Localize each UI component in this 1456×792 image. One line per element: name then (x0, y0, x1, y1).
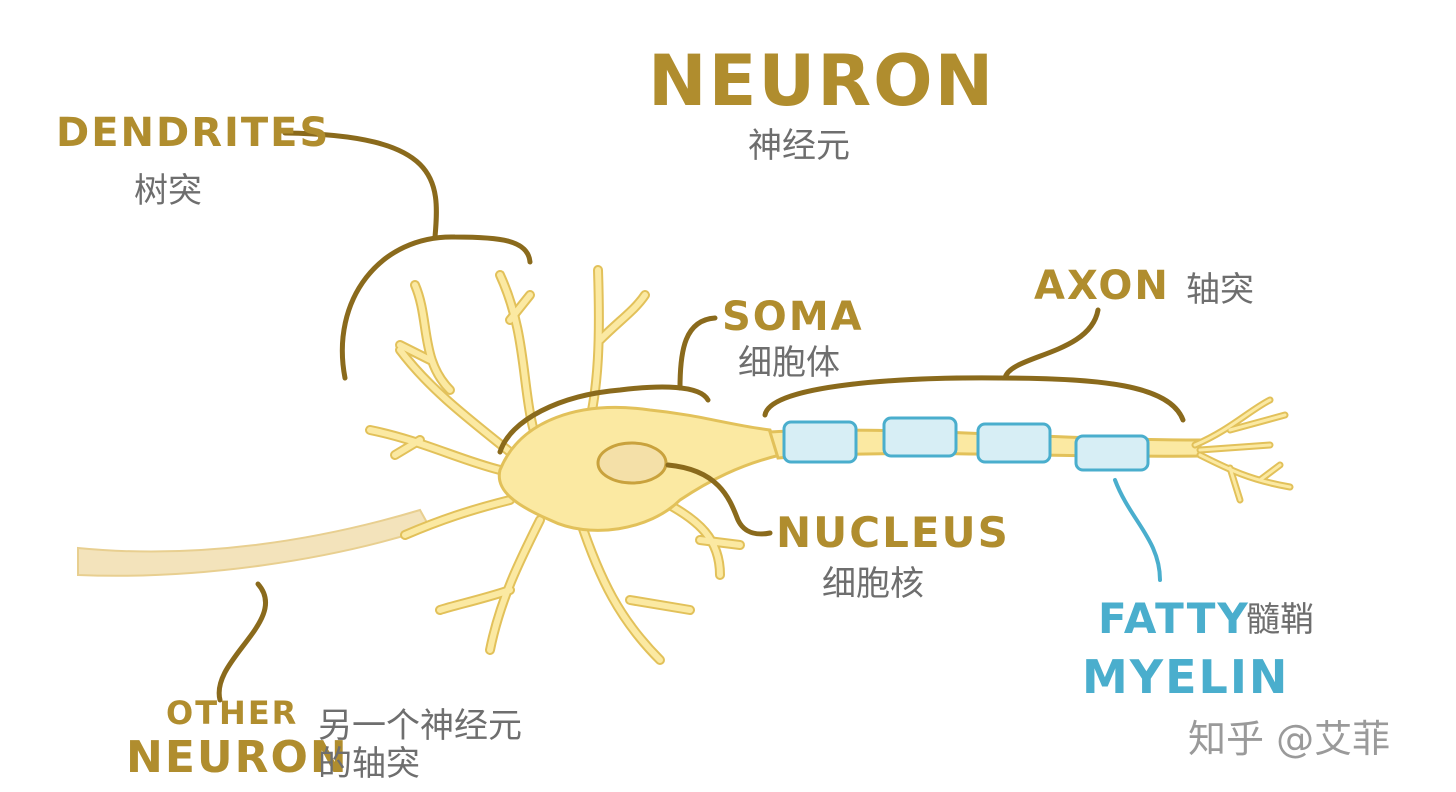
soma-label: SOMA (722, 294, 864, 340)
myelin-label-line2: MYELIN (1082, 650, 1290, 704)
myelin-segment (782, 420, 858, 464)
nucleus (596, 441, 668, 485)
nucleus-label: NUCLEUS (776, 508, 1010, 557)
other-neuron-label-line2: NEURON (126, 732, 349, 783)
myelin-segment (1074, 434, 1150, 472)
annotation-lines (216, 130, 1186, 703)
dendrites-label: DENDRITES (56, 110, 331, 156)
diagram-title: NEURON (648, 40, 996, 122)
other-neuron-label-line1: OTHER (166, 694, 299, 732)
diagram-title-chinese: 神经元 (748, 126, 850, 166)
myelin-sheath (782, 416, 1150, 472)
soma-label-chinese: 细胞体 (738, 343, 840, 383)
axon-label: AXON (1034, 263, 1170, 309)
watermark: 知乎 @艾菲 (1188, 717, 1391, 761)
other-neuron-axon (77, 508, 432, 577)
myelin-segment (882, 416, 958, 458)
axon-label-chinese: 轴突 (1186, 270, 1254, 310)
myelin-label-line1: FATTY (1098, 594, 1250, 643)
other-neuron-label-chinese-line1: 另一个神经元 (318, 706, 522, 746)
myelin-segment (976, 422, 1052, 464)
myelin-label-chinese: 髓鞘 (1246, 600, 1314, 640)
myelin-leader (1113, 478, 1162, 582)
dendrites-label-chinese: 树突 (134, 171, 202, 211)
nucleus-label-chinese: 细胞核 (822, 564, 924, 604)
other-neuron-label-chinese-line2: 的轴突 (318, 744, 420, 784)
